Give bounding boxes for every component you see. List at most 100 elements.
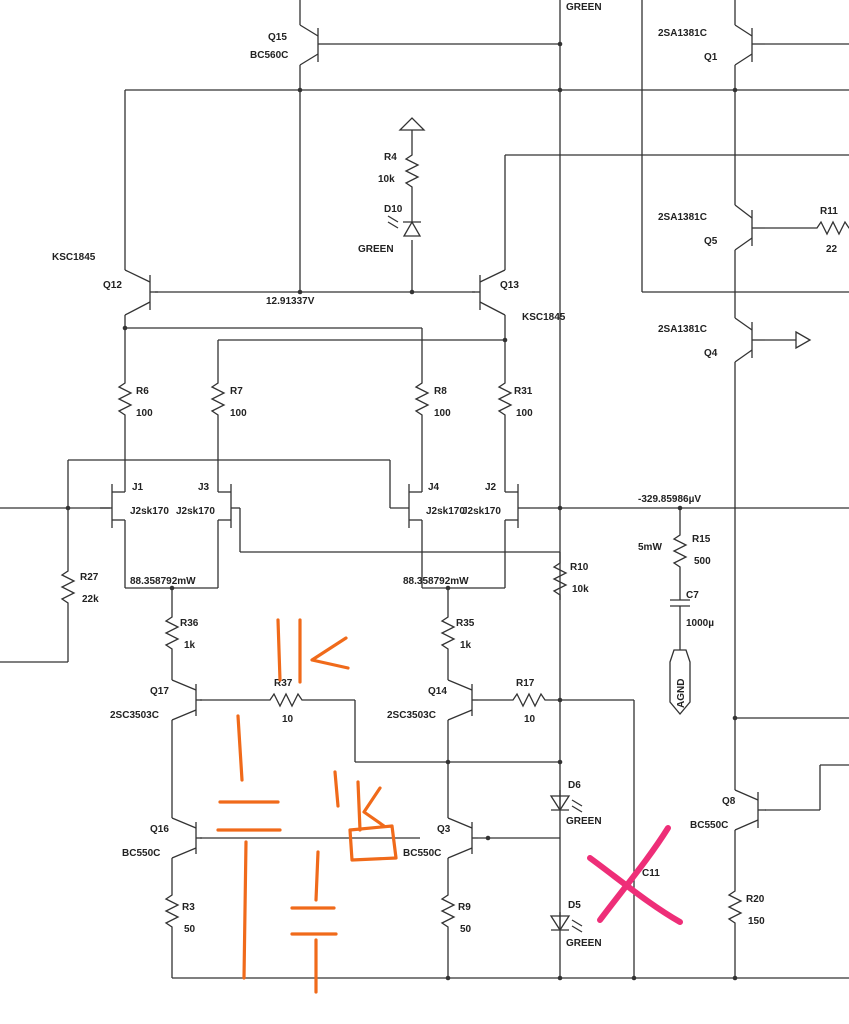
resistor-r31 [498,377,512,421]
j1-ref: J1 [132,482,144,493]
q16-ref: Q16 [150,824,169,835]
r15-value: 500 [694,556,711,567]
jfet-j3 [217,480,240,530]
r6-value: 100 [136,408,153,419]
resistor-r4 [405,149,419,193]
transistor-q4 [734,317,765,363]
resistor-r6 [118,377,132,421]
supply-arrow-icon [398,117,426,131]
q5-part: 2SA1381C [658,212,707,223]
c11-ref: C11 [642,868,660,879]
wires [0,0,849,979]
r10-ref: R10 [570,562,589,573]
r36-ref: R36 [180,618,199,629]
resistor-r17 [507,693,551,707]
j3-part: J2sk170 [176,506,215,517]
r3-value: 50 [184,924,196,935]
d6-ref: D6 [568,780,581,791]
r9-value: 50 [460,924,472,935]
resistor-r35 [441,611,455,655]
resistor-r15 [673,529,687,573]
transistor-q3 [447,817,478,859]
resistor-r20 [728,885,742,929]
r37-value: 10 [282,714,294,725]
left-power-readout: 88.358792mW [130,576,196,587]
transistor-q8 [734,789,766,831]
r27-value: 22k [82,594,99,605]
r27-ref: R27 [80,572,99,583]
transistor-q17 [171,679,202,721]
r17-ref: R17 [516,678,535,689]
right-power-readout: 88.358792mW [403,576,469,587]
q12-ref: Q12 [103,280,122,291]
j4-part: J2sk170 [426,506,465,517]
q15-part: BC560C [250,50,288,61]
input-node-readout: -329.85986µV [638,494,701,505]
transistor-q5 [734,204,765,251]
r20-ref: R20 [746,894,765,905]
output-arrow-icon [795,330,812,350]
node-voltage-readout: 12.91337V [266,296,315,307]
d5-color: GREEN [566,938,602,949]
resistor-r27 [61,565,75,609]
r31-ref: R31 [514,386,533,397]
q3-part: BC550C [403,848,441,859]
r8-ref: R8 [434,386,447,397]
r20-value: 150 [748,916,765,927]
q5-ref: Q5 [704,236,718,247]
resistor-r9 [441,889,455,933]
q4-ref: Q4 [704,348,718,359]
top-led-label: GREEN [566,2,602,13]
q14-ref: Q14 [428,686,447,697]
j2-ref: J2 [485,482,497,493]
r10-value: 10k [572,584,589,595]
r11-value: 22 [826,244,838,255]
q13-ref: Q13 [500,280,519,291]
capacitor-c7 [670,599,690,614]
jfet-j2 [504,480,530,530]
q4-part: 2SA1381C [658,324,707,335]
r15-ref: R15 [692,534,711,545]
r36-value: 1k [184,640,196,651]
j2-part: J2sk170 [462,506,501,517]
q15-ref: Q15 [268,32,287,43]
r8-value: 100 [434,408,451,419]
q1-part: 2SA1381C [658,28,707,39]
handwritten-annotations [216,618,398,994]
q8-part: BC550C [690,820,728,831]
transistor-q13 [472,269,506,316]
r31-value: 100 [516,408,533,419]
j3-ref: J3 [198,482,210,493]
diode-d10 [387,210,422,237]
r37-ref: R37 [274,678,293,689]
q1-ref: Q1 [704,52,718,63]
d10-color: GREEN [358,244,394,255]
j4-ref: J4 [428,482,440,493]
jfet-j1 [100,480,126,530]
q17-ref: Q17 [150,686,169,697]
r17-value: 10 [524,714,536,725]
d6-color: GREEN [566,816,602,827]
transistor-q12 [124,269,158,316]
q16-part: BC550C [122,848,160,859]
r4-value: 10k [378,174,395,185]
jfet-j4 [390,480,423,530]
r9-ref: R9 [458,902,471,913]
transistor-q1 [734,24,765,66]
r7-ref: R7 [230,386,243,397]
r35-ref: R35 [456,618,475,629]
resistor-r36 [165,611,179,655]
r15-power-readout: 5mW [638,542,662,553]
diode-d5 [549,915,583,933]
agnd-ground-icon [669,649,691,716]
q17-part: 2SC3503C [110,710,159,721]
agnd-label: AGND [676,679,687,708]
resistor-r11 [811,221,849,235]
r35-value: 1k [460,640,472,651]
q3-ref: Q3 [437,824,451,835]
c7-ref: C7 [686,590,699,601]
resistor-r8 [415,377,429,421]
transistor-q14 [447,679,478,721]
q14-part: 2SC3503C [387,710,436,721]
